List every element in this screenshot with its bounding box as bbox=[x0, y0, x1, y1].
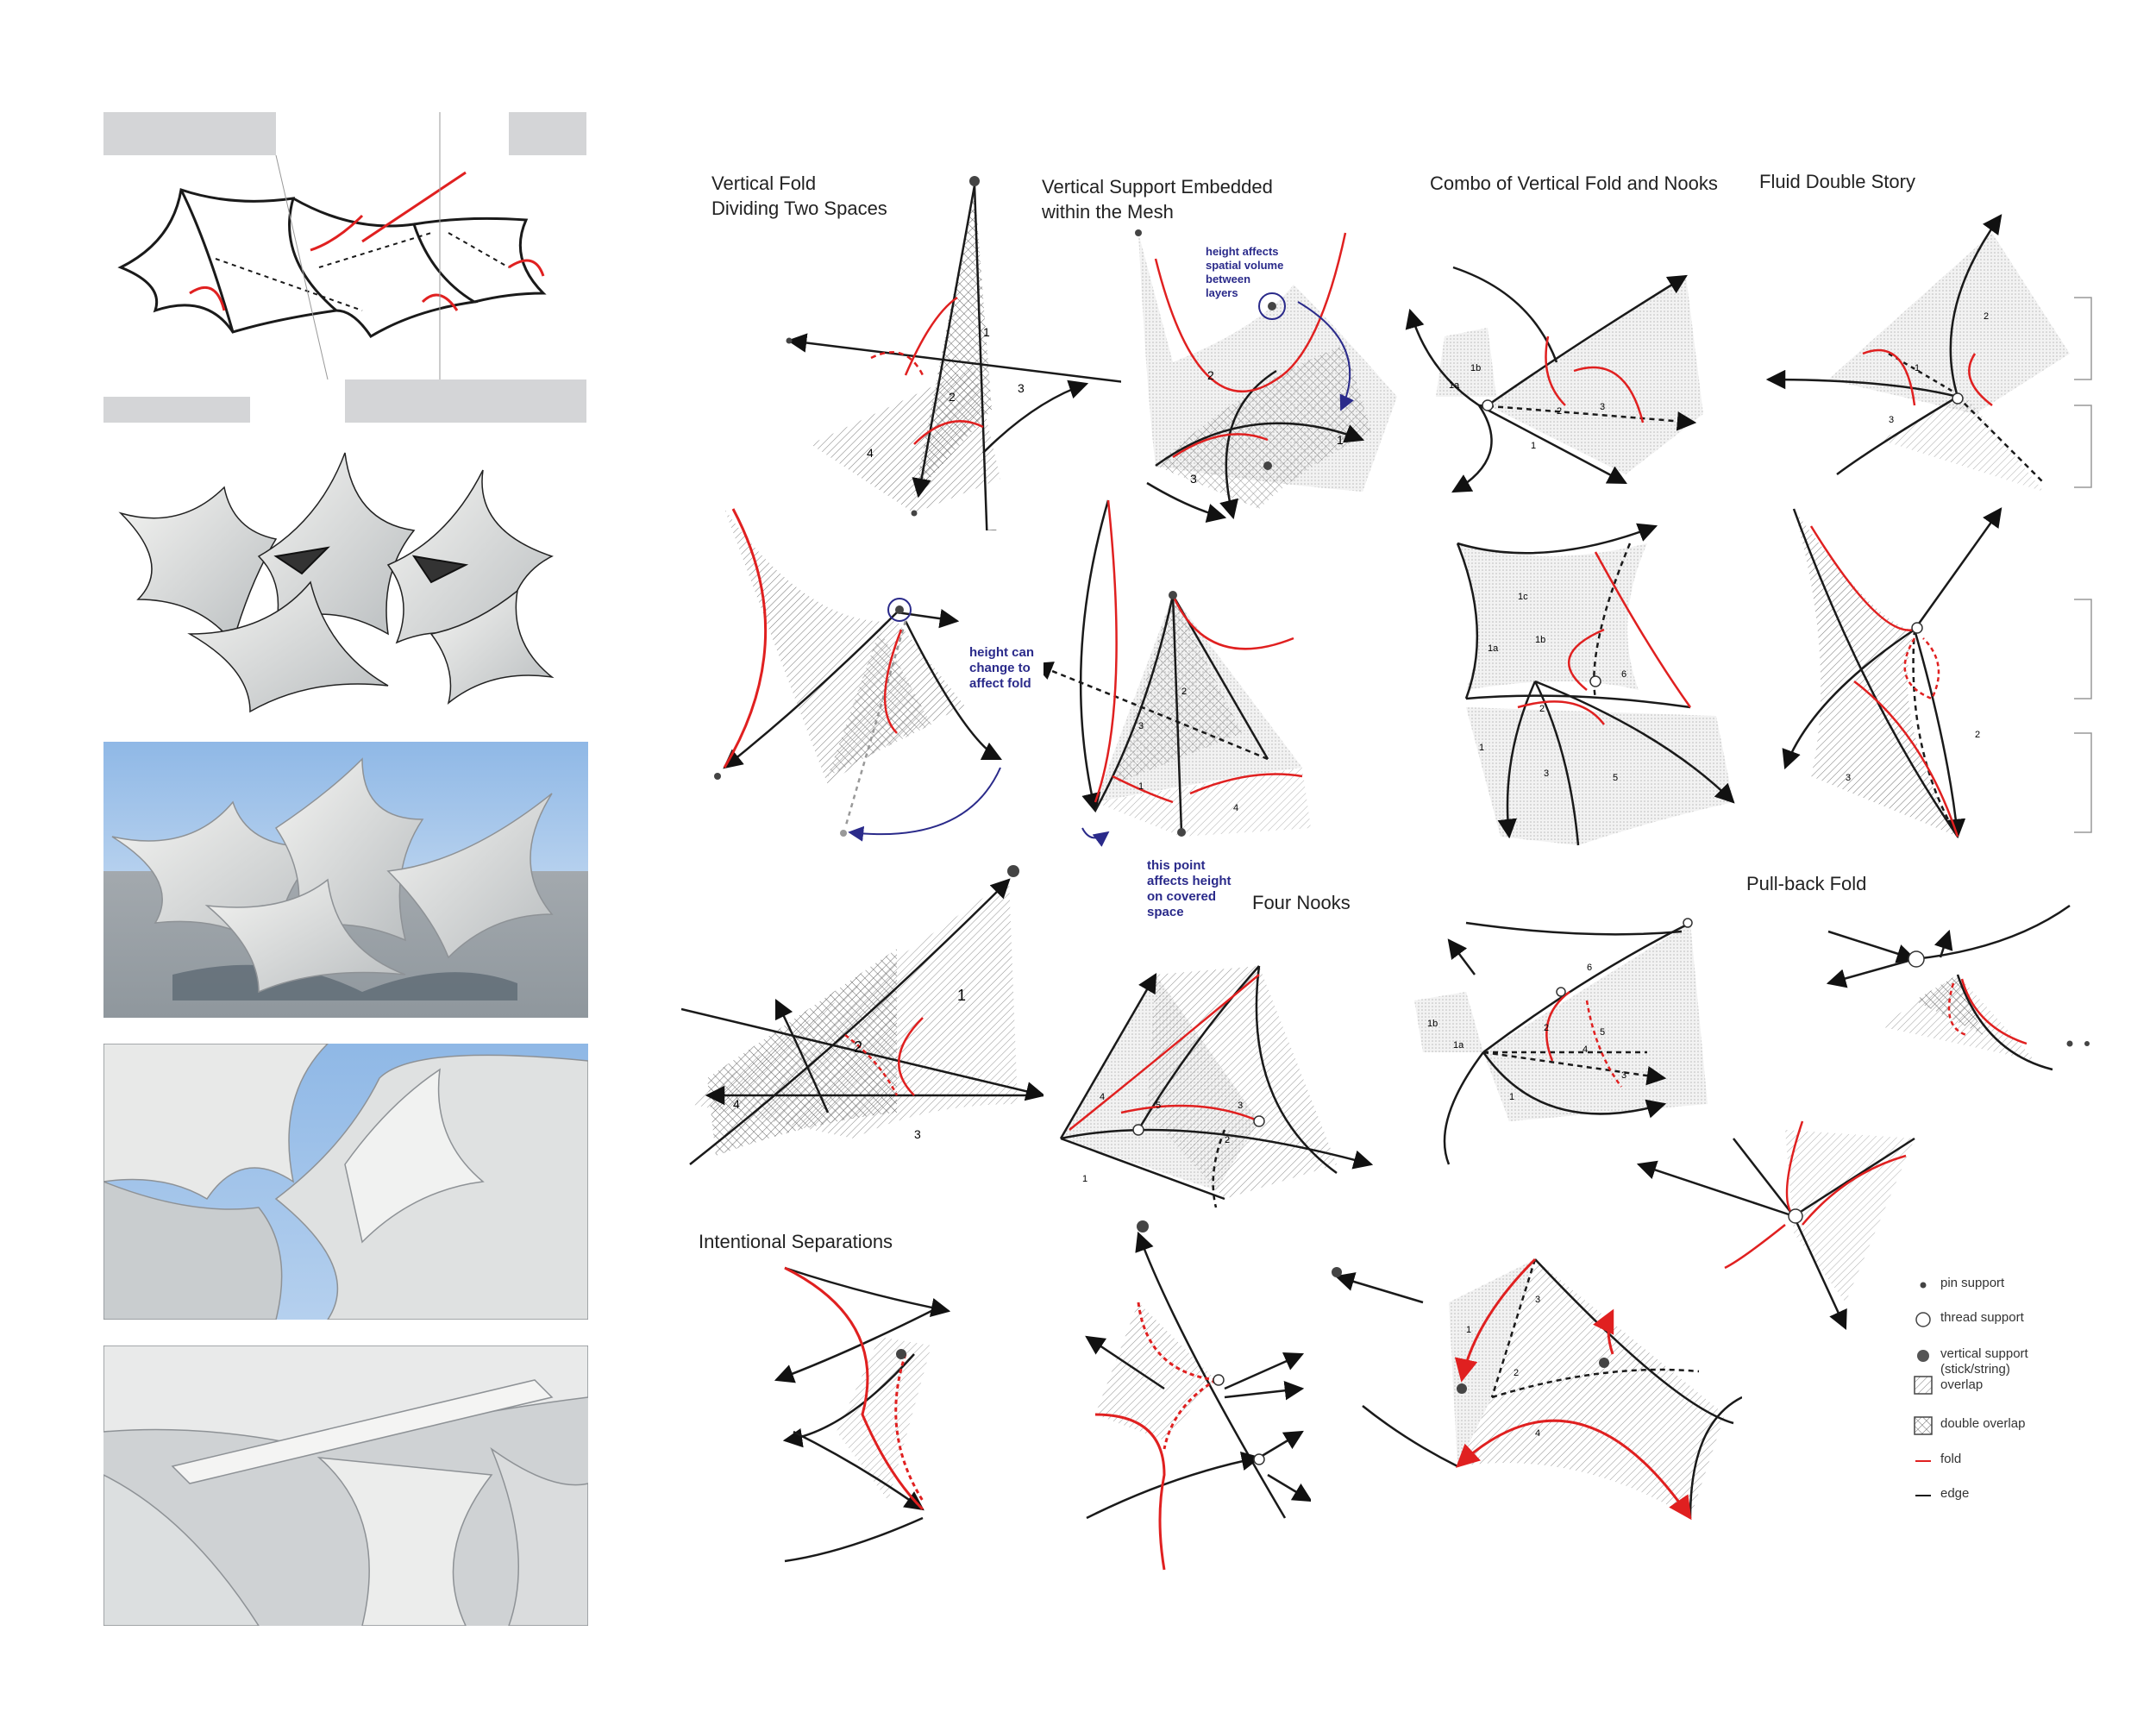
svg-text:1: 1 bbox=[1509, 1092, 1514, 1102]
diagram-separations-a bbox=[774, 1266, 951, 1563]
svg-text:3: 3 bbox=[1544, 768, 1549, 779]
svg-text:2: 2 bbox=[1539, 704, 1545, 714]
svg-text:1: 1 bbox=[1915, 363, 1920, 373]
svg-text:3: 3 bbox=[1018, 381, 1025, 395]
title-pull-back-fold: Pull-back Fold bbox=[1746, 873, 1867, 894]
svg-text:3: 3 bbox=[1138, 721, 1144, 731]
diagram-four-nooks-a: 1 2 3 4 bbox=[681, 865, 1044, 1165]
svg-text:3: 3 bbox=[1190, 472, 1197, 486]
plan-drawing-panel bbox=[103, 112, 586, 423]
svg-text:3: 3 bbox=[1535, 1295, 1540, 1305]
svg-text:3: 3 bbox=[1600, 402, 1605, 412]
svg-text:2: 2 bbox=[1557, 406, 1562, 417]
underside-render-panel bbox=[103, 1346, 588, 1626]
overlap-hatch-icon bbox=[1914, 1376, 1933, 1395]
thread-support-icon bbox=[1915, 1312, 1931, 1327]
svg-text:2: 2 bbox=[854, 1038, 862, 1056]
level-brackets bbox=[2074, 297, 2092, 833]
svg-text:1a: 1a bbox=[1449, 380, 1460, 391]
svg-text:2: 2 bbox=[1225, 1135, 1230, 1145]
svg-text:1: 1 bbox=[1337, 433, 1344, 447]
svg-text:3: 3 bbox=[1846, 773, 1851, 783]
svg-text:1b: 1b bbox=[1427, 1019, 1438, 1029]
svg-text:6: 6 bbox=[1587, 963, 1592, 973]
svg-text:1: 1 bbox=[1479, 743, 1484, 753]
svg-text:5: 5 bbox=[1613, 773, 1618, 783]
svg-text:1c: 1c bbox=[1518, 592, 1528, 602]
svg-text:4: 4 bbox=[1535, 1428, 1540, 1439]
legend-double-overlap: double overlap bbox=[1906, 1416, 2025, 1435]
svg-text:2: 2 bbox=[1207, 368, 1214, 382]
legend-fold: fold bbox=[1915, 1452, 1962, 1466]
legend-thread-support: thread support bbox=[1906, 1310, 2024, 1329]
svg-text:1b: 1b bbox=[1535, 635, 1545, 645]
svg-text:1a: 1a bbox=[1453, 1040, 1464, 1051]
sky-render-panel bbox=[103, 742, 588, 1018]
svg-text:4: 4 bbox=[1100, 1092, 1105, 1102]
vertical-support-icon bbox=[969, 176, 980, 186]
svg-text:2: 2 bbox=[1514, 1368, 1519, 1378]
diagram-separations-c: 1 2 3 4 bbox=[1332, 1258, 1742, 1521]
svg-text:3: 3 bbox=[914, 1127, 921, 1141]
closeup-render-panel bbox=[103, 1044, 588, 1320]
svg-text:3: 3 bbox=[1621, 1070, 1626, 1081]
svg-text:1a: 1a bbox=[1488, 643, 1499, 654]
diagram-fluid-double-story-2: 2 3 bbox=[1782, 507, 2002, 839]
svg-text:6: 6 bbox=[1621, 669, 1626, 680]
diagram-vertical-support-2: 1 2 3 4 bbox=[1044, 499, 1311, 847]
svg-text:4: 4 bbox=[1583, 1044, 1588, 1055]
svg-text:2: 2 bbox=[1984, 311, 1989, 322]
svg-text:1b: 1b bbox=[1470, 363, 1481, 373]
diagram-pull-back-fold bbox=[1826, 904, 2090, 1071]
title-intentional-separations: Intentional Separations bbox=[699, 1231, 893, 1252]
diagram-pull-back-fold-2 bbox=[1636, 1120, 1915, 1331]
diagram-four-nooks-b: 1 2 3 4 5 bbox=[1059, 965, 1374, 1208]
svg-text:4: 4 bbox=[1233, 803, 1238, 813]
legend-vertical-support: vertical support(stick/string)overlap bbox=[1906, 1346, 2028, 1393]
svg-text:1: 1 bbox=[1466, 1325, 1471, 1335]
svg-text:4: 4 bbox=[733, 1097, 740, 1111]
diagram-fluid-double-story: 1 2 3 bbox=[1765, 214, 2070, 492]
svg-text:2: 2 bbox=[1544, 1023, 1549, 1033]
svg-text:2: 2 bbox=[1181, 687, 1187, 697]
svg-text:1: 1 bbox=[1082, 1174, 1087, 1184]
svg-text:4: 4 bbox=[867, 446, 874, 460]
diagram-combo-2: 1c 1a 1b 6 2 1 3 5 bbox=[1456, 523, 1735, 846]
title-four-nooks: Four Nooks bbox=[1252, 892, 1351, 913]
svg-text:1: 1 bbox=[983, 325, 990, 339]
svg-text:3: 3 bbox=[1238, 1101, 1243, 1111]
legend-edge: edge bbox=[1915, 1486, 1970, 1501]
diagram-separations-b bbox=[1085, 1220, 1311, 1571]
svg-text:1: 1 bbox=[1138, 781, 1144, 792]
vertical-support-icon bbox=[1917, 1350, 1929, 1362]
pin-support-icon bbox=[1920, 1282, 1927, 1289]
svg-text:1: 1 bbox=[1531, 441, 1536, 451]
svg-text:3: 3 bbox=[1889, 415, 1894, 425]
title-combo: Combo of Vertical Fold and Nooks bbox=[1430, 172, 1718, 194]
svg-text:5: 5 bbox=[1156, 1101, 1161, 1111]
mesh-render-panel bbox=[103, 436, 591, 720]
svg-text:2: 2 bbox=[1975, 730, 1980, 740]
diagram-pullback-mesh: 1b 1a 6 2 5 4 3 1 bbox=[1414, 918, 1708, 1165]
diagram-fold-annotation bbox=[714, 508, 1003, 842]
title-fluid-double-story: Fluid Double Story bbox=[1759, 171, 1915, 192]
double-overlap-hatch-icon bbox=[1914, 1416, 1933, 1435]
legend-overlap bbox=[1906, 1376, 1940, 1395]
legend-pin-support: pin support bbox=[1906, 1276, 2004, 1295]
svg-text:2: 2 bbox=[949, 390, 956, 404]
diagram-combo: 1a 1b 1 2 3 bbox=[1405, 266, 1703, 493]
svg-text:1: 1 bbox=[957, 987, 966, 1004]
diagram-vertical-fold: 1 2 3 4 bbox=[786, 176, 1121, 530]
svg-text:5: 5 bbox=[1600, 1027, 1605, 1038]
diagram-vertical-support: 1 2 3 bbox=[1135, 229, 1397, 523]
